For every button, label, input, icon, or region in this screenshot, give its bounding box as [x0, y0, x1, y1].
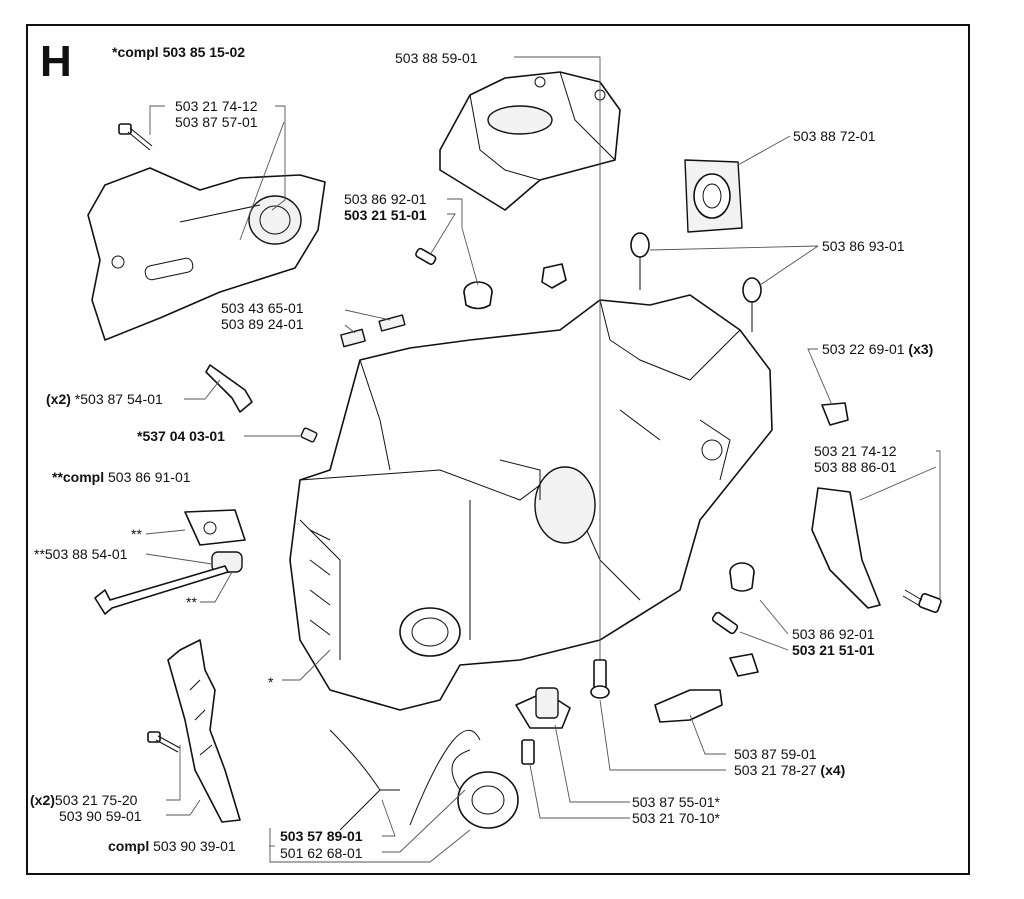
leader-lines [145, 56, 941, 863]
cylinder-housing [439, 71, 621, 211]
chain-guard-plate [87, 167, 326, 341]
label-50321752-number: 503 21 75-20 [54, 792, 138, 808]
label-50386921-b: 503 86 92-01 [792, 626, 875, 642]
fuel-cap [409, 729, 519, 829]
tensioner-screw [94, 565, 229, 615]
side-cover-right [811, 487, 881, 609]
label-compl-50390391-number: 503 90 39-01 [153, 838, 236, 854]
label-50321701: 503 21 70-10* [632, 810, 720, 826]
bracket-right-lower [654, 689, 723, 723]
clip-right-upper [821, 402, 849, 426]
set-screw [300, 427, 318, 443]
fuel-filter [515, 687, 571, 729]
label-doublestar-b: ** [186, 594, 197, 610]
label-50321752-qty: (x2) [30, 792, 55, 808]
screw-lower-left [147, 731, 181, 753]
label-50321741-b: 503 21 74-12 [814, 443, 897, 459]
retaining-clip-mid [541, 263, 567, 289]
tensioner-bracket [184, 509, 246, 546]
label-50322691-qty: (x3) [908, 341, 934, 357]
label-50321511-a: 503 21 51-01 [344, 207, 427, 223]
label-50388861: 503 88 86-01 [814, 459, 897, 475]
crankcase-body [289, 294, 773, 711]
label-50322691: 503 22 69-01 (x3) [822, 341, 933, 357]
label-50386921-a: 503 86 92-01 [344, 191, 427, 207]
spring-pins [340, 314, 406, 348]
label-50388591: 503 88 59-01 [395, 50, 478, 66]
cover-lock-studs [630, 232, 762, 332]
screw-bushing-mid [415, 247, 493, 310]
label-star: * [268, 674, 274, 690]
label-50387541-number: *503 87 54-01 [74, 391, 163, 407]
section-letter: H [40, 37, 72, 86]
filter-element [684, 159, 743, 233]
label-50321511-b: 503 21 51-01 [792, 642, 875, 658]
small-screw-lower [521, 739, 535, 765]
label-50321741-a: 503 21 74-12 [175, 98, 258, 114]
label-50388541: **503 88 54-01 [34, 546, 128, 562]
label-50321782: 503 21 78-27 (x4) [734, 762, 845, 778]
label-50390591: 503 90 59-01 [59, 808, 142, 824]
screw-right [902, 589, 942, 613]
label-50387541: (x2) *503 87 54-01 [46, 391, 163, 407]
label-50387591: 503 87 59-01 [734, 746, 817, 762]
label-50387571: 503 87 57-01 [175, 114, 258, 130]
label-doublestar-a: ** [131, 526, 142, 542]
label-50386931: 503 86 93-01 [822, 238, 905, 254]
bolt-left [205, 364, 253, 413]
label-50321782-qty: (x4) [820, 762, 846, 778]
label-50387551: 503 87 55-01* [632, 794, 720, 810]
label-50321782-number: 503 21 78-27 [734, 762, 817, 778]
label-50357891: 503 57 89-01 [280, 828, 363, 844]
screw-vertical [590, 659, 610, 699]
label-50388721: 503 88 72-01 [793, 128, 876, 144]
label-50343651: 503 43 65-01 [221, 300, 304, 316]
label-50322691-number: 503 22 69-01 [822, 341, 905, 357]
screw-right-lower [711, 611, 739, 635]
label-50321752: (x2)503 21 75-20 [30, 792, 137, 808]
clip-right-lower [729, 653, 759, 677]
bushing-right [729, 562, 755, 592]
screw-top-left [118, 123, 153, 151]
label-compl-50386911: **compl 503 86 91-01 [52, 469, 191, 485]
label-compl-50386911-prefix: **compl [52, 469, 105, 485]
label-compl-50390391: compl 503 90 39-01 [108, 838, 236, 854]
label-compl-50386911-number: 503 86 91-01 [108, 469, 191, 485]
bumper-spike [167, 639, 241, 823]
fuel-pickup [329, 729, 400, 831]
label-compl-top: *compl 503 85 15-02 [112, 44, 246, 60]
label-compl-50390391-prefix: compl [108, 838, 150, 854]
label-50387541-qty: (x2) [46, 391, 71, 407]
label-50162681: 501 62 68-01 [280, 845, 363, 861]
label-53704031: *537 04 03-01 [137, 428, 225, 444]
label-50389241: 503 89 24-01 [221, 316, 304, 332]
